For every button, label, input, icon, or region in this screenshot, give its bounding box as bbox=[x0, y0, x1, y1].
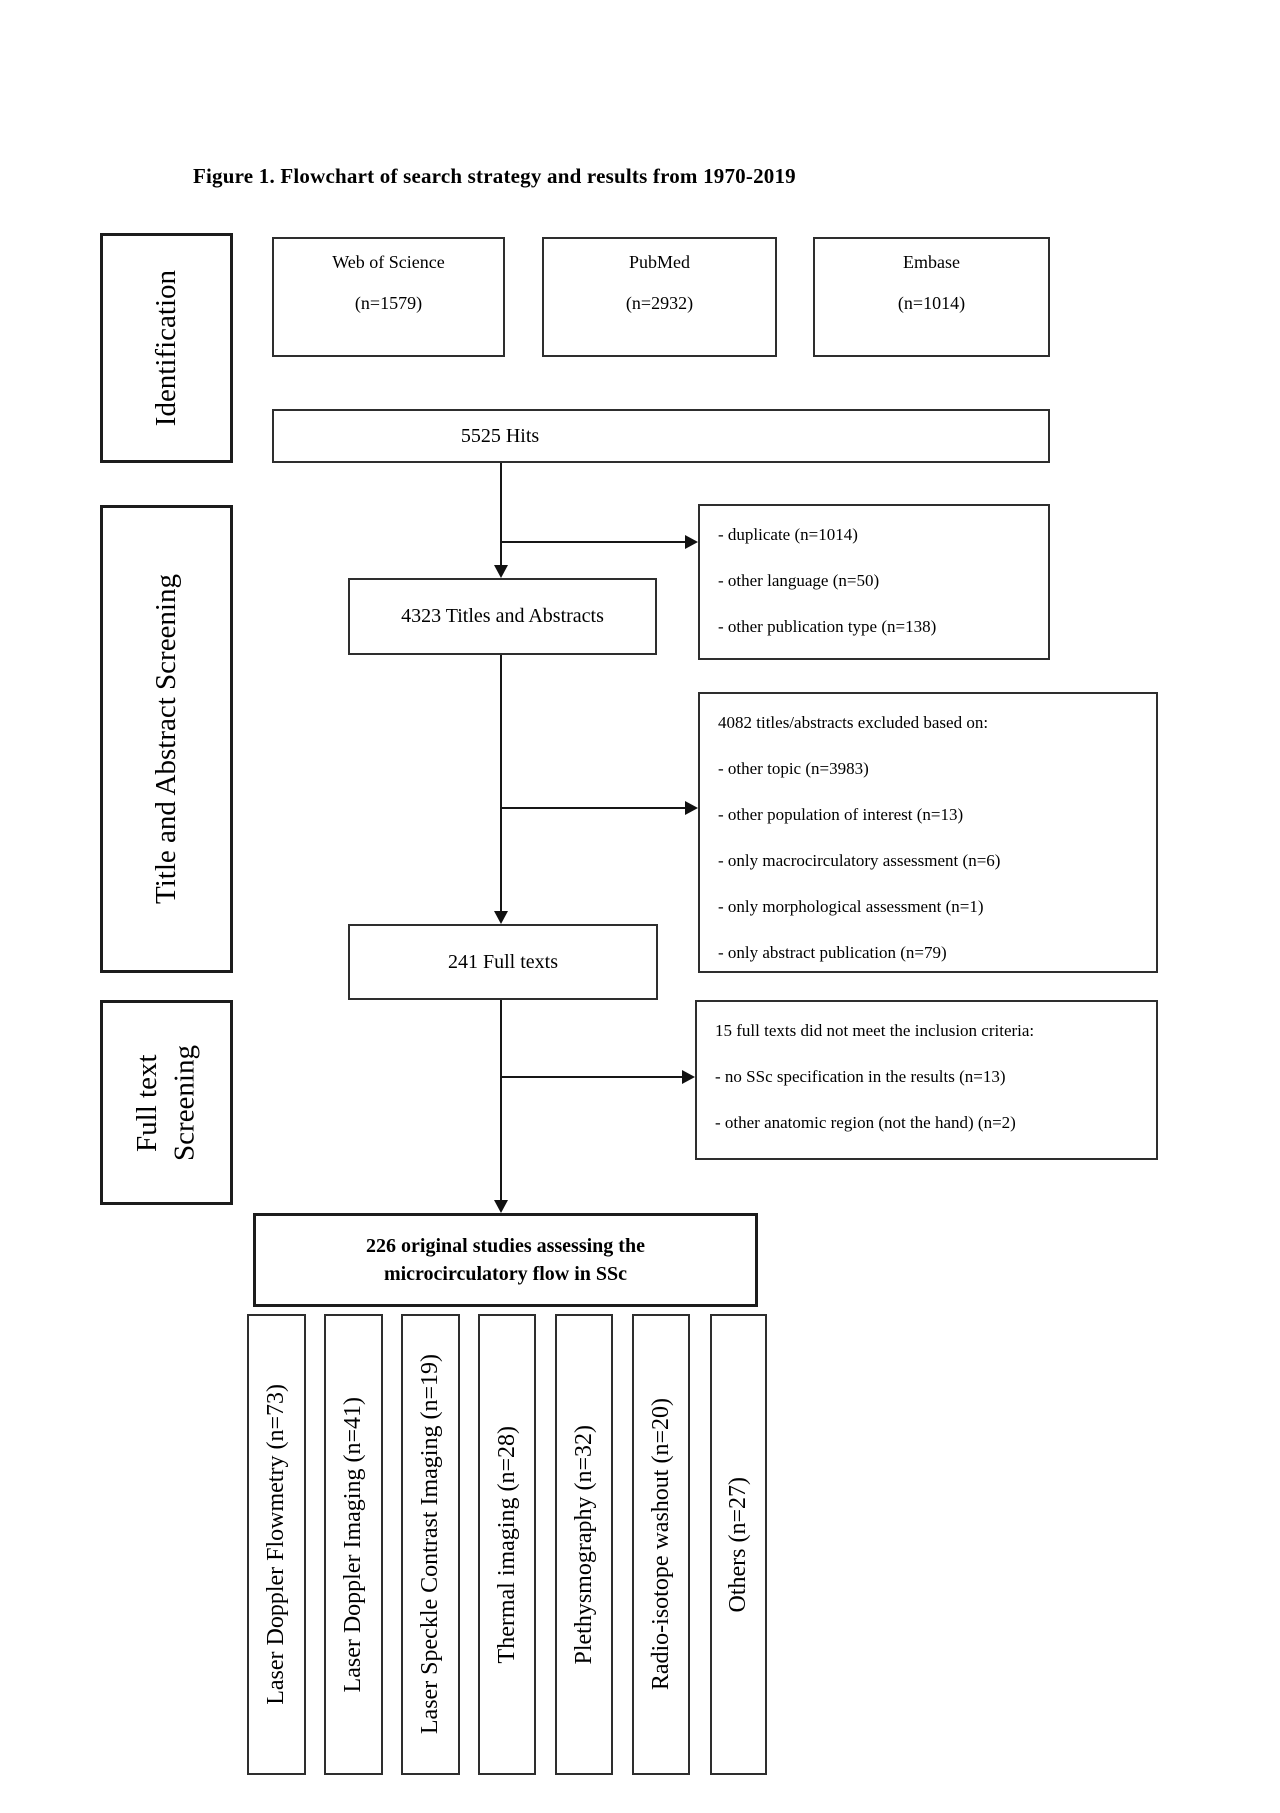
connector-line-titles-to-fulltexts bbox=[500, 655, 502, 913]
method-box-others: Others (n=27) bbox=[710, 1314, 767, 1775]
exclusion-line: - other population of interest (n=13) bbox=[718, 805, 964, 824]
method-box-thermal-imaging: Thermal imaging (n=28) bbox=[478, 1314, 536, 1775]
arrow-down-icon bbox=[494, 1200, 508, 1213]
exclusion-box-titles-abstracts: 4082 titles/abstracts excluded based on:… bbox=[698, 692, 1158, 973]
stage-label-title-abstract-screening: Title and Abstract Screening bbox=[149, 574, 182, 904]
arrow-right-icon bbox=[682, 1070, 695, 1084]
method-label: Laser Doppler Flowmetry (n=73) bbox=[263, 1384, 289, 1705]
exclusion-header: 15 full texts did not meet the inclusion… bbox=[715, 1021, 1035, 1040]
source-name: Embase bbox=[903, 252, 960, 272]
arrow-down-icon bbox=[494, 911, 508, 924]
stage-box-identification: Identification bbox=[100, 233, 233, 463]
connector-line-hits-to-titles bbox=[500, 463, 502, 567]
method-box-laser-doppler-flowmetry: Laser Doppler Flowmetry (n=73) bbox=[247, 1314, 306, 1775]
exclusion-line: - no SSc specification in the results (n… bbox=[715, 1067, 1006, 1086]
exclusion-line: - only macrocirculatory assessment (n=6) bbox=[718, 851, 1001, 870]
stage-label-identification: Identification bbox=[149, 269, 182, 427]
method-box-radio-isotope-washout: Radio-isotope washout (n=20) bbox=[632, 1314, 690, 1775]
hits-label: 5525 Hits bbox=[460, 424, 540, 447]
source-box-embase: Embase (n=1014) bbox=[813, 237, 1050, 357]
method-label: Others (n=27) bbox=[725, 1476, 751, 1613]
full-texts-box: 241 Full texts bbox=[348, 924, 658, 1000]
source-count: (n=2932) bbox=[625, 293, 694, 313]
method-label: Laser Doppler Imaging (n=41) bbox=[340, 1396, 366, 1693]
included-studies-label: 226 original studies assessing the micro… bbox=[366, 1235, 645, 1285]
stage-label-full-text-screening: Full text Screening bbox=[130, 1044, 201, 1161]
connector-line-to-exclusion1 bbox=[501, 541, 686, 543]
exclusion-box-duplicates: - duplicate (n=1014) - other language (n… bbox=[698, 504, 1050, 660]
full-texts-label: 241 Full texts bbox=[447, 950, 558, 973]
method-label: Laser Speckle Contrast Imaging (n=19) bbox=[417, 1354, 443, 1735]
exclusion-line: - only morphological assessment (n=1) bbox=[718, 897, 984, 916]
exclusion-header: 4082 titles/abstracts excluded based on: bbox=[718, 713, 989, 732]
exclusion-line: - other topic (n=3983) bbox=[718, 759, 869, 778]
included-studies-box: 226 original studies assessing the micro… bbox=[253, 1213, 758, 1307]
source-name: PubMed bbox=[628, 252, 690, 272]
titles-abstracts-box: 4323 Titles and Abstracts bbox=[348, 578, 657, 655]
connector-line-to-exclusion3 bbox=[501, 1076, 683, 1078]
method-box-laser-doppler-imaging: Laser Doppler Imaging (n=41) bbox=[324, 1314, 383, 1775]
hits-box: 5525 Hits bbox=[272, 409, 1050, 463]
source-name: Web of Science bbox=[332, 252, 445, 272]
source-count: (n=1579) bbox=[354, 293, 423, 313]
connector-line-fulltexts-to-included bbox=[500, 1000, 502, 1201]
source-box-web-of-science: Web of Science (n=1579) bbox=[272, 237, 505, 357]
method-label: Thermal imaging (n=28) bbox=[493, 1425, 520, 1664]
figure-title: Figure 1. Flowchart of search strategy a… bbox=[193, 164, 796, 188]
arrow-right-icon bbox=[685, 535, 698, 549]
arrow-down-icon bbox=[494, 565, 508, 578]
exclusion-line: - duplicate (n=1014) bbox=[718, 525, 858, 544]
source-box-pubmed: PubMed (n=2932) bbox=[542, 237, 777, 357]
stage-box-full-text-screening: Full text Screening bbox=[100, 1000, 233, 1205]
arrow-right-icon bbox=[685, 801, 698, 815]
source-count: (n=1014) bbox=[897, 293, 966, 313]
exclusion-line: - other language (n=50) bbox=[718, 571, 880, 590]
method-label: Radio-isotope washout (n=20) bbox=[647, 1398, 674, 1691]
stage-box-title-abstract-screening: Title and Abstract Screening bbox=[100, 505, 233, 973]
exclusion-box-full-texts: 15 full texts did not meet the inclusion… bbox=[695, 1000, 1158, 1160]
exclusion-line: - only abstract publication (n=79) bbox=[718, 943, 947, 962]
method-box-laser-speckle-contrast-imaging: Laser Speckle Contrast Imaging (n=19) bbox=[401, 1314, 460, 1775]
titles-abstracts-label: 4323 Titles and Abstracts bbox=[401, 605, 604, 627]
method-label: Plethysmography (n=32) bbox=[570, 1424, 597, 1665]
exclusion-line: - other publication type (n=138) bbox=[718, 617, 937, 636]
exclusion-line: - other anatomic region (not the hand) (… bbox=[715, 1113, 1016, 1132]
method-box-plethysmography: Plethysmography (n=32) bbox=[555, 1314, 613, 1775]
connector-line-to-exclusion2 bbox=[501, 807, 686, 809]
